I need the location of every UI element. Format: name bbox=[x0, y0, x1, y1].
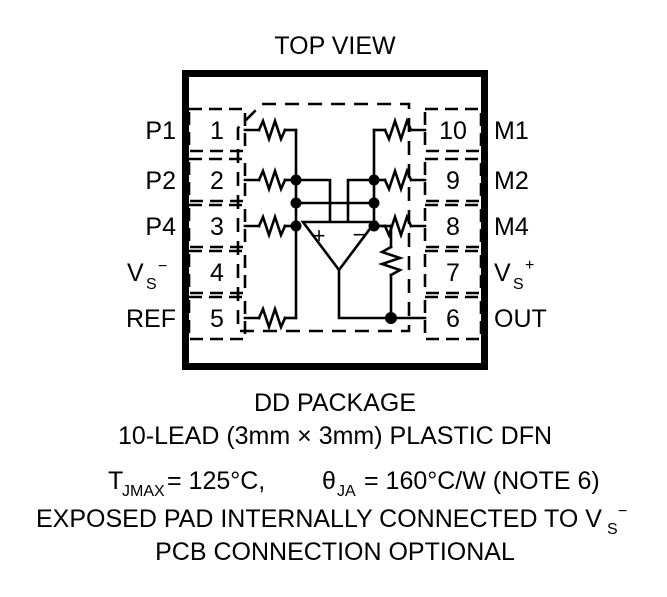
top-view-title: TOP VIEW bbox=[274, 32, 396, 60]
exposed-pad-note-subscript: S bbox=[607, 521, 618, 538]
amp-minus-input-wire bbox=[346, 178, 376, 224]
pin-label-m2: M2 bbox=[494, 167, 529, 195]
pin-label-vs-positive-sub: S bbox=[513, 276, 524, 293]
thermal-theta-value: = 160°C/W (NOTE 6) bbox=[364, 467, 600, 495]
amplifier-triangle bbox=[300, 220, 378, 273]
pin-number-6: 6 bbox=[446, 305, 460, 333]
exposed-pad-note-text: EXPOSED PAD INTERNALLY CONNECTED TO V bbox=[36, 505, 602, 533]
pin-box-1 bbox=[187, 107, 247, 153]
pin-box-6 bbox=[423, 295, 483, 341]
pin-label-vs-negative-sub: S bbox=[146, 276, 157, 293]
thermal-spec-line: T JMAX = 125°C, θ JA = 160°C/W (NOTE 6) bbox=[108, 467, 600, 500]
pin-number-3: 3 bbox=[210, 213, 224, 241]
pin-box-9 bbox=[423, 157, 483, 203]
pin-label-p2: P2 bbox=[145, 167, 176, 195]
pin-box-3 bbox=[187, 203, 247, 249]
pin-number-9: 9 bbox=[446, 167, 460, 195]
pin-box-10 bbox=[423, 107, 483, 153]
pcb-connection-note: PCB CONNECTION OPTIONAL bbox=[155, 538, 515, 566]
junction-dot-out bbox=[385, 312, 397, 324]
junction-dot-center-right bbox=[368, 197, 380, 209]
pin-number-10: 10 bbox=[439, 117, 467, 145]
resistor-m1 bbox=[372, 116, 427, 144]
thermal-theta-symbol: θ bbox=[322, 467, 336, 495]
pin-number-7: 7 bbox=[446, 259, 460, 287]
pin-number-2: 2 bbox=[210, 167, 224, 195]
pin-number-4: 4 bbox=[210, 259, 224, 287]
resistor-feedback-vertical bbox=[377, 224, 405, 320]
package-outline bbox=[182, 70, 488, 370]
resistor-p2 bbox=[243, 166, 298, 194]
thermal-tj-subscript: JMAX bbox=[122, 483, 165, 500]
pin-label-ref: REF bbox=[126, 305, 176, 333]
amplifier-minus-input: − bbox=[353, 222, 366, 247]
amp-plus-input-wire bbox=[294, 178, 332, 224]
thermal-tj-value: = 125°C, bbox=[167, 467, 265, 495]
pin-label-out: OUT bbox=[494, 305, 547, 333]
pin-number-5: 5 bbox=[210, 305, 224, 333]
exposed-pad-outline bbox=[236, 102, 411, 333]
junction-dot-p2 bbox=[290, 174, 302, 186]
left-pin-boxes bbox=[187, 107, 247, 341]
junction-dot-m2 bbox=[368, 174, 380, 186]
package-description-caption: 10-LEAD (3mm × 3mm) PLASTIC DFN bbox=[118, 422, 552, 450]
exposed-pad-note-line1: EXPOSED PAD INTERNALLY CONNECTED TO V S … bbox=[36, 503, 627, 538]
pin-box-2 bbox=[187, 157, 247, 203]
pin-label-p1: P1 bbox=[145, 117, 176, 145]
junction-dot-m4 bbox=[368, 220, 380, 232]
pin-label-m1: M1 bbox=[494, 117, 529, 145]
pin-box-5 bbox=[187, 295, 247, 341]
pin-label-vs-positive-v: V bbox=[494, 259, 511, 287]
junction-dot-center-left bbox=[290, 197, 302, 209]
junction-dot-p4 bbox=[290, 220, 302, 232]
pin-box-4 bbox=[187, 249, 247, 295]
right-pin-boxes bbox=[423, 107, 483, 341]
pin-label-vs-negative-v: V bbox=[127, 259, 144, 287]
pin-label-vs-positive-sup: + bbox=[525, 257, 534, 274]
pin-label-m4: M4 bbox=[494, 213, 529, 241]
pin-number-8: 8 bbox=[446, 213, 460, 241]
resistor-m2 bbox=[372, 166, 427, 194]
resistor-p4 bbox=[243, 212, 298, 240]
pin-label-vs-negative: V S − bbox=[127, 258, 167, 293]
pin-box-7 bbox=[423, 249, 483, 295]
thermal-theta-subscript: JA bbox=[337, 483, 356, 500]
amplifier-plus-input: + bbox=[313, 223, 326, 248]
thermal-tj-symbol: T bbox=[108, 467, 123, 495]
resistor-p1 bbox=[243, 116, 298, 144]
pin-box-8 bbox=[423, 203, 483, 249]
exposed-pad-note-superscript: − bbox=[618, 503, 627, 520]
resistor-ref bbox=[243, 304, 298, 332]
pin-label-vs-positive: V S + bbox=[494, 257, 534, 293]
package-name-caption: DD PACKAGE bbox=[254, 389, 416, 417]
pin-label-p4: P4 bbox=[145, 213, 176, 241]
amplifier-output-wire bbox=[337, 268, 427, 320]
pin-label-vs-negative-sup: − bbox=[158, 258, 167, 275]
pin-number-1: 1 bbox=[210, 117, 224, 145]
